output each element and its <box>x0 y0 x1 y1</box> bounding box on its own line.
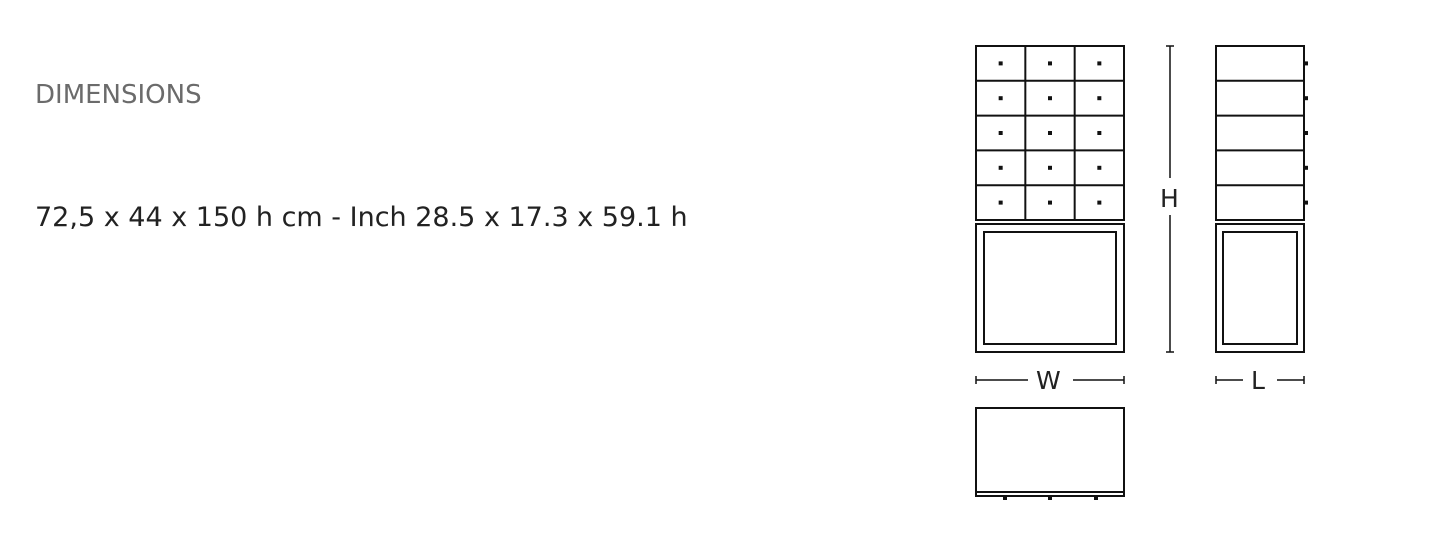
drawer-knob <box>1097 131 1102 135</box>
side-drawer-knob <box>1304 96 1308 101</box>
side-drawer-knob <box>1304 61 1308 66</box>
drawer-knob <box>1048 200 1052 205</box>
side-base-inner <box>1222 231 1298 345</box>
drawer-knob <box>1097 165 1102 170</box>
top-view <box>975 407 1125 500</box>
height-label: H <box>1160 184 1179 213</box>
top-knob-2 <box>1048 496 1052 500</box>
length-dimension <box>1215 376 1305 384</box>
side-drawer-lines <box>1216 61 1308 205</box>
top-view-outline <box>975 407 1125 497</box>
side-drawer-knob <box>1304 200 1308 205</box>
drawer-knob <box>1097 61 1102 66</box>
section-heading: DIMENSIONS <box>35 80 202 110</box>
drawer-knob <box>1048 61 1052 66</box>
technical-drawing: H W L <box>975 45 1308 500</box>
side-view <box>1215 45 1308 353</box>
top-knob-1 <box>1003 496 1007 500</box>
drawer-knob <box>1097 200 1102 205</box>
drawer-knob <box>1048 131 1052 135</box>
front-drawer-block-outline <box>975 45 1125 221</box>
side-drawer-block-outline <box>1215 45 1305 221</box>
drawer-knob <box>998 96 1003 101</box>
side-drawer-knob <box>1304 165 1308 170</box>
drawer-knob <box>998 165 1003 170</box>
drawer-knob <box>998 200 1003 205</box>
front-base-outer <box>975 223 1125 353</box>
width-label: W <box>1036 366 1061 395</box>
front-drawer-grid <box>976 46 1124 220</box>
dimensions-text: 72,5 x 44 x 150 h cm - Inch 28.5 x 17.3 … <box>35 202 688 233</box>
front-view <box>975 45 1125 353</box>
side-drawer-knob <box>1304 131 1308 135</box>
drawer-knob <box>998 131 1003 135</box>
height-dimension <box>1166 45 1174 353</box>
side-base-outer <box>1215 223 1305 353</box>
width-dimension <box>975 376 1125 384</box>
top-knob-3 <box>1094 496 1098 500</box>
drawer-knob <box>1097 96 1102 101</box>
drawer-knob <box>998 61 1003 66</box>
length-label: L <box>1251 366 1265 395</box>
front-base-inner <box>983 231 1117 345</box>
drawer-knob <box>1048 96 1052 101</box>
drawer-knob <box>1048 165 1052 170</box>
